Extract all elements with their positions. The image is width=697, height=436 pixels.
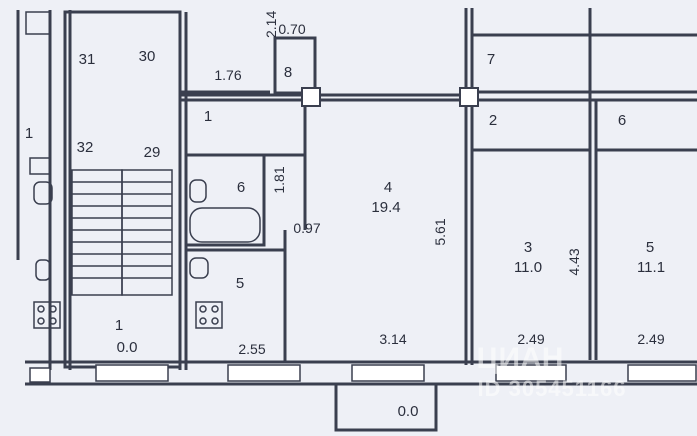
- room-29-number: 29: [144, 144, 161, 161]
- room-8-number: 8: [284, 64, 292, 81]
- left-1-number: 1: [25, 125, 33, 142]
- room-1-area: 0.0: [117, 339, 138, 356]
- room-6-right-number: 6: [618, 112, 626, 129]
- room-2-number: 2: [489, 112, 497, 129]
- walls: [16, 8, 697, 432]
- room-5-number: 5: [646, 239, 654, 256]
- dim-1-81: 1.81: [271, 166, 287, 193]
- dim-0-70: 0.70: [278, 21, 305, 37]
- room-labels: 1 0.0 4 19.4 3 11.0 5 11.1 5 6 6 2 7 8 1…: [25, 48, 665, 420]
- windows: [29, 364, 697, 383]
- dim-2-55: 2.55: [238, 341, 265, 357]
- room-7-number: 7: [487, 51, 495, 68]
- room-32-number: 32: [77, 139, 94, 156]
- room-6-number: 6: [237, 179, 245, 196]
- corridor-1-number: 1: [204, 108, 212, 125]
- watermark-id: ID 305451166: [477, 376, 626, 401]
- fixtures: [25, 11, 261, 329]
- dim-0-97: 0.97: [293, 220, 320, 236]
- dim-2-49-b: 2.49: [637, 331, 664, 347]
- room-31-number: 31: [79, 51, 96, 68]
- toilet-icon: [189, 179, 207, 203]
- dim-3-14: 3.14: [379, 331, 406, 347]
- room-30-number: 30: [139, 48, 156, 65]
- room-3-area: 11.0: [514, 259, 542, 276]
- room-1-number: 1: [115, 317, 123, 334]
- stove-icon: [195, 301, 223, 329]
- bathtub-icon: [189, 207, 261, 243]
- room-5-area: 11.1: [637, 259, 665, 276]
- dim-4-43: 4.43: [566, 248, 582, 275]
- dim-5-61: 5.61: [432, 218, 448, 245]
- dim-2-49-a: 2.49: [517, 331, 544, 347]
- staircase: [71, 169, 173, 296]
- dimension-labels: 1.76 0.70 2.14 1.81 0.97 5.61 4.43 2.55 …: [214, 11, 664, 357]
- room-4-number: 4: [384, 179, 392, 196]
- watermark-brand: ЦИАН: [477, 342, 564, 375]
- watermark: ЦИАН ID 305451166: [477, 342, 626, 401]
- room-4-area: 19.4: [371, 199, 400, 216]
- balcony-area: 0.0: [398, 403, 419, 420]
- columns: [301, 87, 479, 107]
- room-3-number: 3: [524, 239, 532, 256]
- dim-1-76: 1.76: [214, 67, 241, 83]
- sink-icon: [189, 257, 209, 279]
- room-5-kitchen-number: 5: [236, 275, 244, 292]
- dim-2-14: 2.14: [263, 11, 279, 38]
- stove-icon-left: [33, 301, 61, 329]
